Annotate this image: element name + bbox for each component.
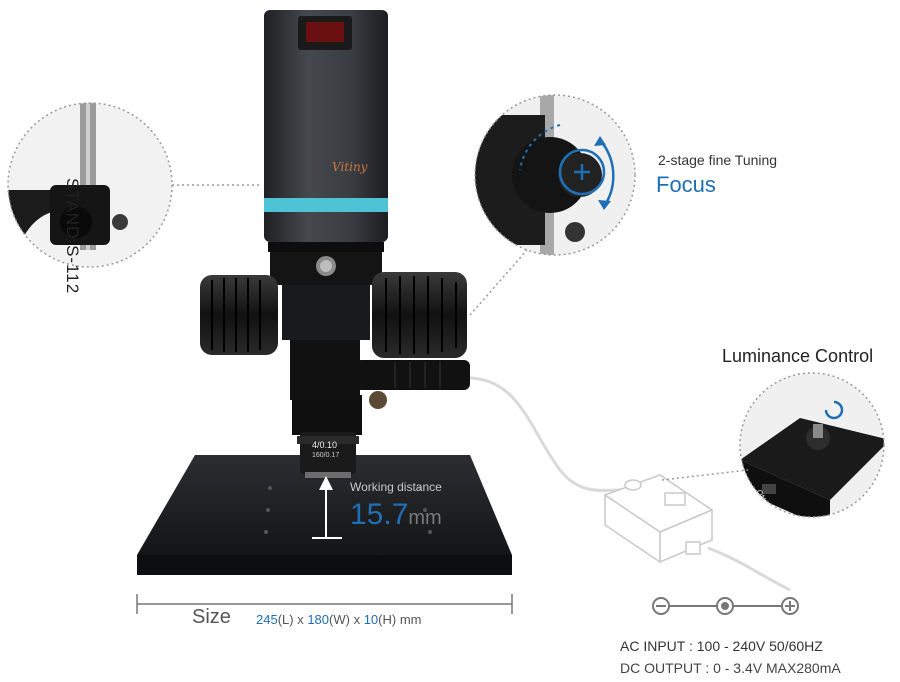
size-label: Size	[192, 606, 231, 628]
luminance-controller-box	[603, 474, 714, 564]
luminance-callout	[661, 372, 885, 518]
ring-light-arm	[355, 360, 470, 409]
size-length-unit: (L) x	[277, 612, 308, 627]
dc-output-spec: DC OUTPUT : 0 - 3.4V MAX280mA	[620, 660, 841, 676]
size-height: 10	[363, 612, 379, 627]
objective-marking-2: 160/0.17	[312, 452, 340, 459]
size-dimension-line	[136, 594, 513, 614]
brand-logo: Vitiny	[332, 160, 368, 174]
stand-callout	[7, 102, 262, 268]
ac-input-spec: AC INPUT : 100 - 240V 50/60HZ	[620, 638, 823, 654]
stand-label: STAND S-112	[63, 178, 82, 295]
working-distance-label: Working distance	[350, 480, 442, 494]
light-cable	[469, 376, 621, 492]
objective-lens	[292, 395, 362, 478]
focus-caption: 2-stage fine Tuning	[658, 152, 778, 168]
working-distance-arrow	[312, 476, 342, 539]
luminance-title: Luminance Control	[722, 346, 874, 366]
size-dimensions: 245(L) x 180(W) x 10(H) mm	[256, 612, 421, 627]
focus-title: Focus	[656, 172, 716, 197]
working-distance-number: 15.7	[350, 498, 409, 531]
polarity-symbol	[652, 597, 799, 615]
camera-head	[264, 10, 388, 252]
working-distance-value: 15.7mm	[350, 498, 442, 532]
size-width: 180	[307, 612, 330, 627]
focus-knob-right	[372, 272, 467, 358]
focus-callout	[469, 94, 636, 316]
base-plate	[137, 455, 512, 575]
size-length: 245	[256, 612, 278, 627]
objective-marking-1: 4/0.10	[312, 440, 338, 450]
size-width-unit: (W) x	[329, 612, 364, 627]
focus-knob-left	[200, 275, 278, 355]
working-distance-unit: mm	[408, 507, 442, 529]
size-height-unit: (H) mm	[378, 612, 422, 627]
